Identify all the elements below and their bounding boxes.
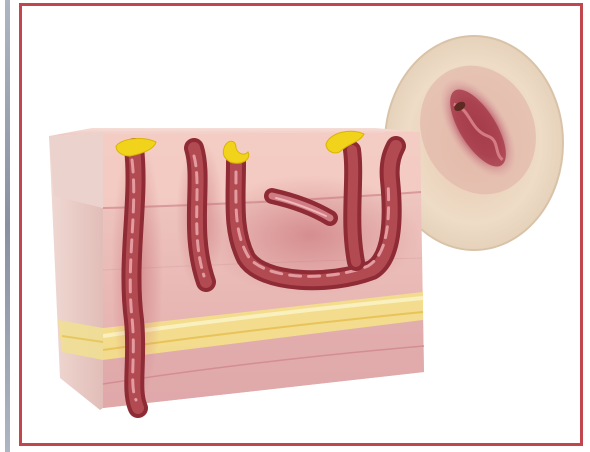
- burrow-tunnel-4: [352, 150, 356, 262]
- burrow-tunnel-2: [194, 148, 206, 282]
- burrow-tunnel-1: [130, 148, 138, 408]
